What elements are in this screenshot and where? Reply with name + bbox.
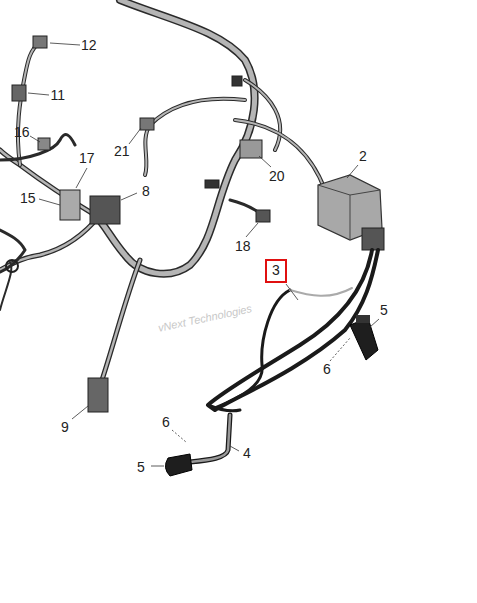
callout-number: 5: [137, 460, 145, 475]
callout-number: 16: [14, 125, 30, 140]
callout-number: 2: [359, 149, 367, 164]
callout-number: 15: [20, 191, 36, 206]
leader-lines: [28, 43, 379, 466]
callout-number: 5: [380, 303, 388, 318]
callout-number: 17: [79, 151, 95, 166]
callout-number: 6: [162, 415, 170, 430]
callout-number: 18: [235, 239, 251, 254]
callout-number: 21: [114, 144, 130, 159]
callout-number: 8: [142, 184, 150, 199]
main-harness: [0, 0, 325, 380]
callout-number: 3: [267, 261, 285, 280]
module-part-2: [318, 175, 384, 250]
callout-number: 20: [269, 169, 285, 184]
callout-number: 12: [81, 38, 97, 53]
callout-number: 4: [243, 446, 251, 461]
watermark: vNext Technologies: [157, 302, 253, 334]
callout-number: 11: [51, 88, 66, 103]
spark-plug-boots: [165, 315, 378, 476]
callout-box: 3: [265, 259, 287, 283]
connectors: [6, 36, 270, 412]
callout-number: 6: [323, 362, 331, 377]
cable-part-4: [190, 415, 230, 462]
cable-part-3: [208, 250, 378, 411]
callout-number: 9: [61, 420, 69, 435]
